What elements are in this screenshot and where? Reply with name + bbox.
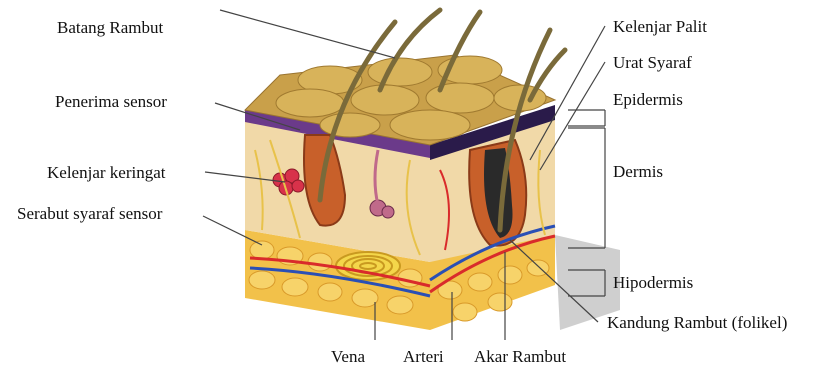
label-vena: Vena <box>331 347 365 367</box>
label-kandung-rambut: Kandung Rambut (folikel) <box>607 313 787 333</box>
label-hipodermis: Hipodermis <box>613 273 693 293</box>
label-urat-syaraf: Urat Syaraf <box>613 53 692 73</box>
label-akar-rambut: Akar Rambut <box>474 347 566 367</box>
label-penerima-sensor: Penerima sensor <box>55 92 167 112</box>
label-arteri: Arteri <box>403 347 444 367</box>
label-dermis: Dermis <box>613 162 663 182</box>
label-epidermis: Epidermis <box>613 90 683 110</box>
label-kelenjar-palit: Kelenjar Palit <box>613 17 707 37</box>
label-batang-rambut: Batang Rambut <box>57 18 163 38</box>
label-kelenjar-keringat: Kelenjar keringat <box>47 163 165 183</box>
label-serabut-syaraf-sensor: Serabut syaraf sensor <box>17 204 162 224</box>
